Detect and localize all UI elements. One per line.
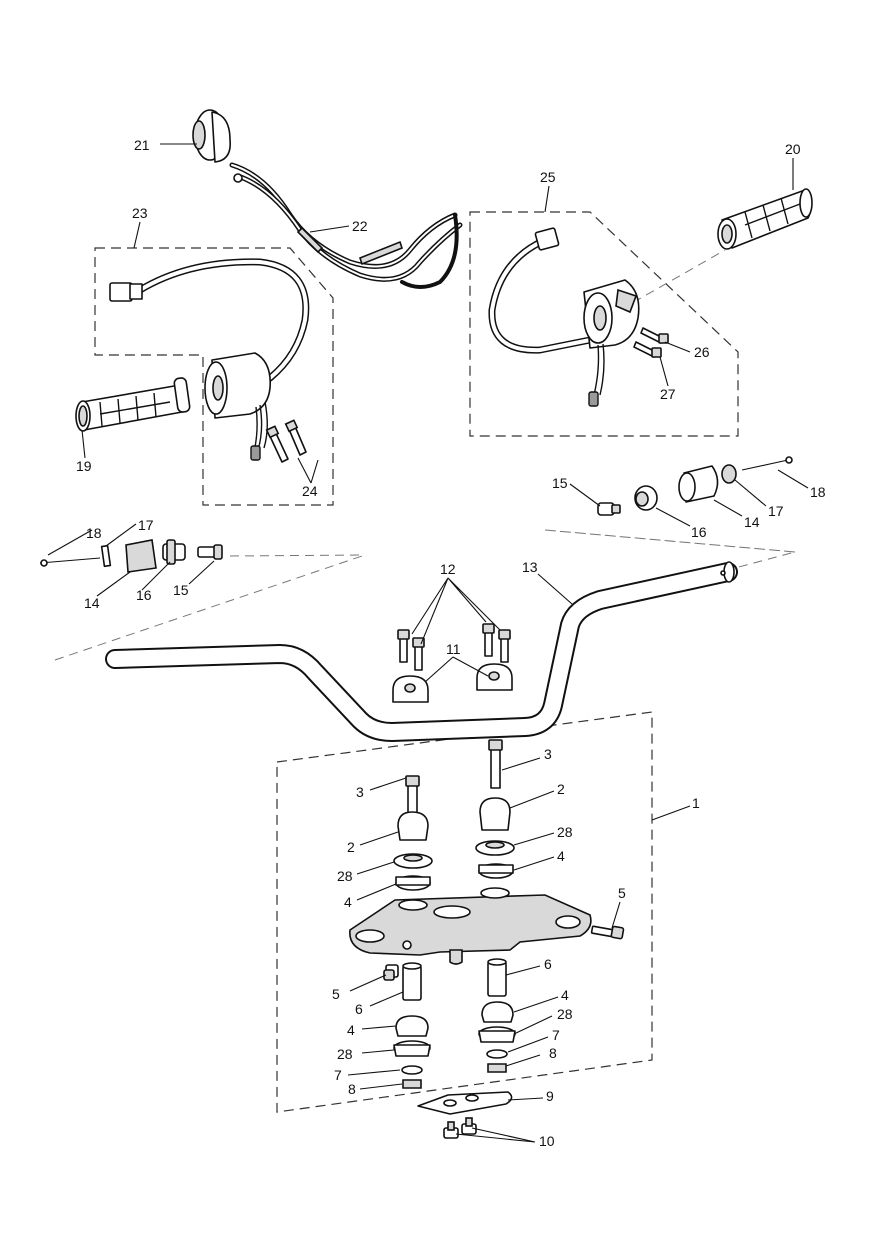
callout-14-left: 14: [84, 595, 100, 611]
bar-clamps-11: [392, 663, 513, 703]
callout-2-right: 2: [557, 781, 565, 797]
callout-27: 27: [660, 386, 676, 402]
callout-20: 20: [785, 141, 801, 157]
callout-15-right: 15: [552, 475, 568, 491]
callout-28-d: 28: [557, 1006, 573, 1022]
callout-17-right: 17: [768, 503, 784, 519]
callout-28-c: 28: [337, 1046, 353, 1062]
callout-23: 23: [132, 205, 148, 221]
callout-16-right: 16: [691, 524, 707, 540]
clamp-bolts-12: [397, 623, 511, 671]
callout-25: 25: [540, 169, 556, 185]
callout-5-left: 5: [332, 986, 340, 1002]
callout-7-right: 7: [552, 1027, 560, 1043]
callout-28-a: 28: [337, 868, 353, 884]
callout-4-c: 4: [347, 1022, 355, 1038]
throttle-cables: [192, 109, 463, 289]
callout-19: 19: [76, 458, 92, 474]
screws-26-27: [633, 327, 669, 358]
yoke-bolt-5-left: [383, 964, 399, 981]
callout-11: 11: [446, 641, 461, 657]
left-switch-assembly: [109, 258, 310, 461]
callout-labels: 21 22 23 19 24 25 20 26 27 18 17 14 16 1…: [76, 137, 826, 1149]
callout-8-right: 8: [549, 1045, 557, 1061]
callout-3-left: 3: [356, 784, 364, 800]
callout-1: 1: [692, 795, 700, 811]
callout-14-right: 14: [744, 514, 760, 530]
callout-12: 12: [440, 561, 456, 577]
alignment-line-left: [54, 554, 366, 661]
group-box-23: [94, 247, 334, 506]
alignment-line-right: [544, 529, 796, 569]
callout-3-right: 3: [544, 746, 552, 762]
callout-17-left: 17: [138, 517, 154, 533]
spacers-6: [402, 958, 507, 1001]
group-box-1: [276, 711, 653, 1113]
lower-bushes-left: [393, 1015, 431, 1089]
handlebar: [105, 561, 738, 742]
callout-4-d: 4: [561, 987, 569, 1003]
yoke-bolt-5-right: [590, 925, 625, 940]
callout-9: 9: [546, 1088, 554, 1104]
callout-28-b: 28: [557, 824, 573, 840]
bar-end-left: [39, 539, 223, 573]
callout-4-a: 4: [344, 894, 352, 910]
callout-2-left: 2: [347, 839, 355, 855]
risers-left-stack: [393, 775, 433, 891]
callout-26: 26: [694, 344, 710, 360]
callout-18-right: 18: [810, 484, 826, 500]
group-box-25: [469, 211, 739, 437]
callout-22: 22: [352, 218, 368, 234]
plate-9: [417, 1091, 513, 1115]
bar-end-right: [597, 456, 793, 516]
callout-15-left: 15: [173, 582, 189, 598]
callout-7-left: 7: [334, 1067, 342, 1083]
callout-8-left: 8: [348, 1081, 356, 1097]
right-switch-assembly: [488, 227, 640, 407]
callout-24: 24: [302, 483, 318, 499]
callout-4-b: 4: [557, 848, 565, 864]
callout-6-left: 6: [355, 1001, 363, 1017]
screws-24: [265, 419, 307, 463]
top-yoke: [349, 887, 592, 965]
callout-16-left: 16: [136, 587, 152, 603]
right-grip: [717, 188, 813, 250]
leader-lines: [47, 143, 809, 1143]
callout-13: 13: [522, 559, 538, 575]
callout-10: 10: [539, 1133, 555, 1149]
risers-right-stack: [475, 739, 515, 879]
left-grip: [75, 377, 191, 432]
lower-bushes-right: [478, 1001, 516, 1073]
callout-18-left: 18: [86, 525, 102, 541]
callout-6-right: 6: [544, 956, 552, 972]
callout-21: 21: [134, 137, 150, 153]
callout-5-right: 5: [618, 885, 626, 901]
